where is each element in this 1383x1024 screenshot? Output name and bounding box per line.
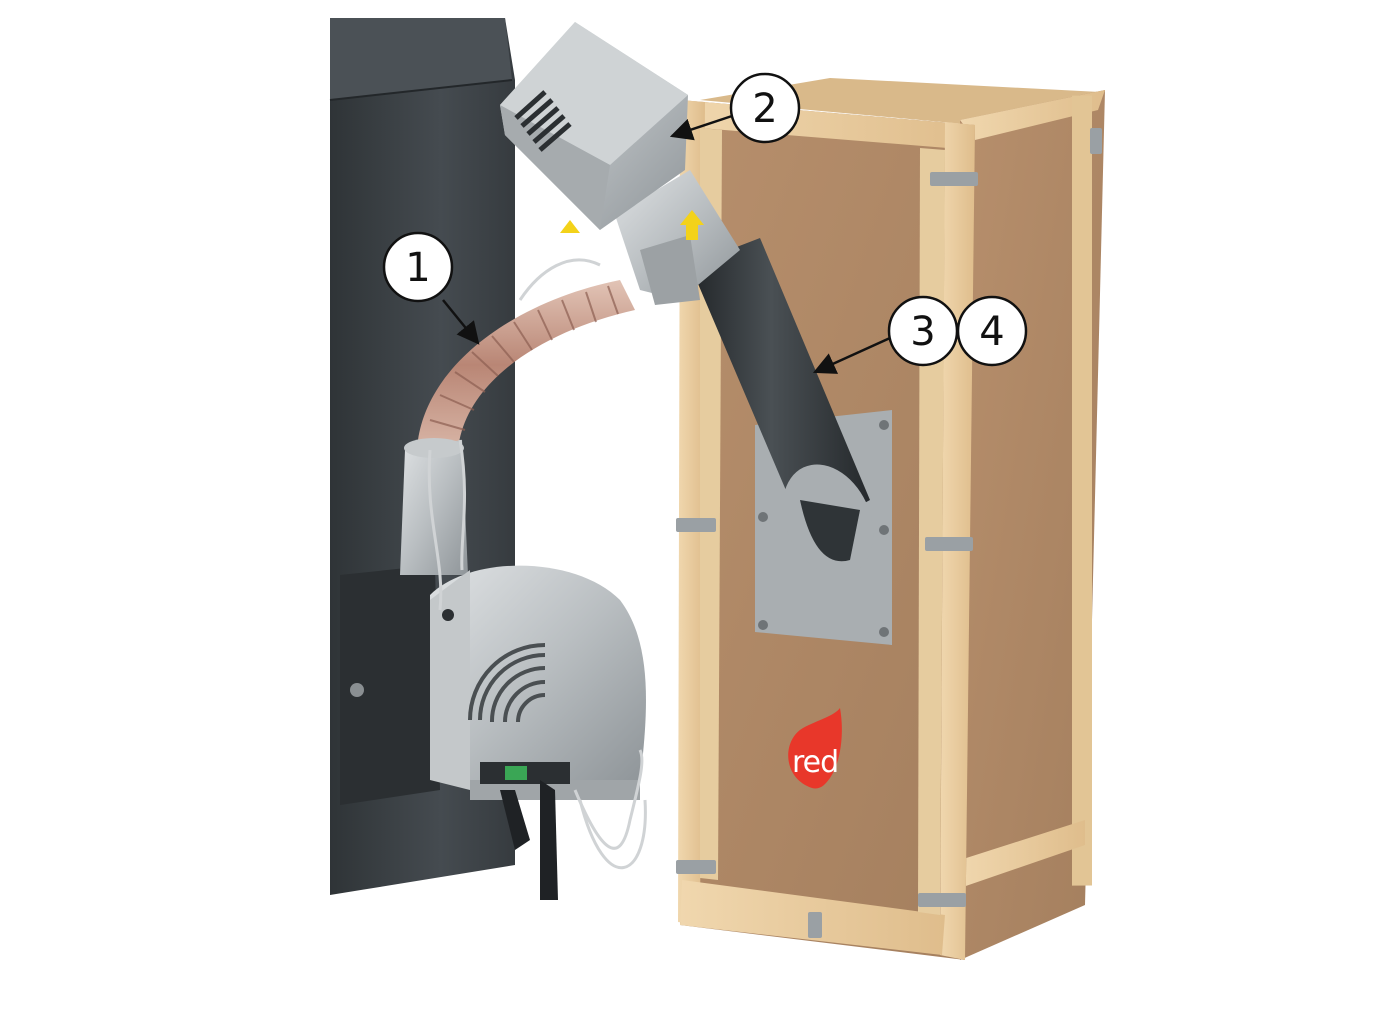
auger-feed-tube [690, 238, 874, 576]
callout-4: 4 [956, 295, 1028, 367]
callout-3: 3 [887, 295, 959, 367]
power-cable [540, 780, 558, 900]
callout-arrows [442, 113, 891, 374]
sensor-wires [427, 258, 647, 869]
logo-text: red [792, 745, 838, 780]
burner-fan-grille [468, 643, 546, 723]
callout-label-4: 4 [979, 309, 1004, 355]
callout-label-2: 2 [752, 86, 777, 132]
burner-mounting-plate [340, 565, 440, 805]
callout-arrow-3 [812, 336, 891, 374]
callout-1: 1 [382, 231, 454, 303]
callout-label-3: 3 [910, 309, 935, 355]
callout-label-1: 1 [405, 245, 430, 291]
callout-arrow-2 [669, 113, 736, 141]
auger-motor [500, 22, 740, 305]
connector-terminal [505, 766, 527, 780]
warning-label-icon [560, 220, 580, 233]
burner-inlet-pipe [400, 438, 468, 575]
flexible-fuel-hose [418, 280, 635, 450]
callout-arrow-1 [442, 299, 480, 345]
callout-2: 2 [729, 72, 801, 144]
pellet-burner [430, 565, 646, 900]
red-logo: red [788, 708, 842, 789]
direction-arrow-icon [680, 210, 704, 240]
motor-vent-grille [514, 90, 572, 152]
